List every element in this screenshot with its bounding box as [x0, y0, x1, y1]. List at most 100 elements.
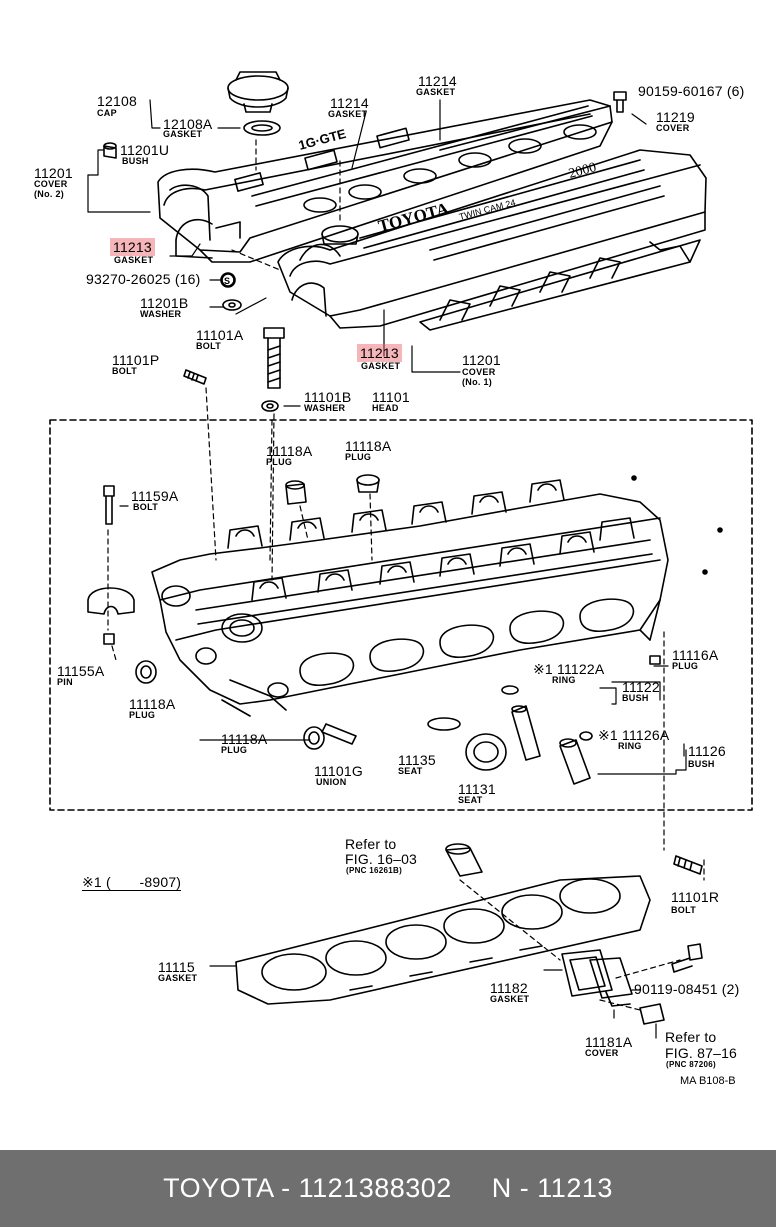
label-11126: 11126 [688, 743, 726, 759]
oil-cap [227, 71, 359, 245]
alignment-dashes [107, 139, 705, 1011]
label-11131-name: SEAT [458, 795, 483, 805]
label-11219: 11219 [656, 109, 695, 125]
head-assembly-box [49, 419, 753, 811]
label-11214-l-name: GASKET [328, 109, 368, 119]
label-11118a-1: 11118A [266, 443, 313, 459]
label-11214-r-name: GASKET [416, 87, 456, 97]
footer-part-info: TOYOTA - 1121388302 N - 11213 [163, 1173, 613, 1203]
label-11101g: 11101G [314, 763, 363, 779]
label-11182-name: GASKET [490, 994, 530, 1004]
ref-tube [445, 847, 483, 877]
label-11201-no1-note: (No. 1) [462, 377, 493, 387]
label-90159: 90159-60167 (6) [638, 83, 745, 99]
cover-top-gaskets [303, 105, 611, 213]
parts-diagram: 1G·GTE TOYOTA 2000 TWIN CAM 24 [34, 71, 753, 1087]
label-11213-top[interactable]: 11213 [110, 238, 155, 256]
label-11101-name: HEAD [372, 403, 399, 413]
label-11182: 11182 [490, 980, 528, 996]
label-11118a-4: 11118A [221, 731, 268, 747]
label-11122-name: BUSH [622, 693, 649, 703]
head-gasket [235, 875, 651, 1005]
label-11116a: 11116A [672, 647, 719, 663]
diagram-code: MA B108-B [680, 1075, 736, 1087]
label-11201-no2-name: COVER [34, 179, 68, 189]
label-12108: 12108 [97, 93, 137, 109]
label-11122: 11122 [622, 679, 660, 695]
label-11118a-3-name: PLUG [129, 710, 156, 720]
label-12108a-name: GASKET [163, 129, 203, 139]
leader-lines [87, 99, 687, 1039]
label-11101b-name: WASHER [304, 403, 346, 413]
label-11219-name: COVER [656, 123, 690, 133]
label-11101p: 11101P [112, 352, 160, 368]
label-11155a-name: PIN [57, 677, 73, 687]
label-11213-mid[interactable]: 11213 [357, 344, 402, 362]
ref-fig16-line2[interactable]: FIG. 16–03 [345, 851, 418, 867]
label-11159a-name: BOLT [133, 502, 159, 512]
label-11214-l: 11214 [330, 95, 369, 111]
ref-fig87-line2[interactable]: FIG. 87–16 [665, 1045, 738, 1061]
label-11118a-3: 11118A [129, 696, 176, 712]
diagram-drawing: 1G·GTE TOYOTA 2000 TWIN CAM 24 [49, 71, 753, 1039]
label-11201b-name: WASHER [140, 309, 182, 319]
cover-toyota-text: TOYOTA [376, 199, 451, 236]
label-11122a-name: RING [552, 675, 576, 685]
label-12108-name: CAP [97, 108, 117, 118]
label-11213-mid-name: GASKET [361, 361, 401, 371]
label-11126-name: BUSH [688, 759, 715, 769]
label-93270: 93270-26025 (16) [86, 271, 201, 287]
label-11201-no2: 11201 [34, 165, 73, 181]
footnote: ※1 ( -8907) [82, 874, 182, 891]
ref-fig16-line1[interactable]: Refer to [345, 836, 397, 852]
label-11213-top-name: GASKET [114, 255, 154, 265]
label-11135-name: SEAT [398, 766, 423, 776]
label-11101r: 11101R [671, 889, 720, 905]
ref-fig87-line3: (PNC 87206) [666, 1060, 716, 1069]
label-11201b: 11201B [140, 295, 189, 311]
label-11159a: 11159A [131, 488, 179, 504]
water-outlet-cover [561, 943, 703, 1025]
label-11101a-name: BOLT [196, 341, 222, 351]
small-hardware [103, 91, 627, 412]
label-11201-no1-name: COVER [462, 367, 496, 377]
label-11115-name: GASKET [158, 973, 198, 983]
head-loose-parts [87, 474, 661, 785]
label-11126a: ※1 11126A [598, 727, 670, 743]
label-11155a: 11155A [57, 663, 105, 679]
label-11201-no1: 11201 [462, 352, 501, 368]
cylinder-head [151, 475, 723, 717]
label-11201u: 11201U [120, 142, 170, 158]
label-11201u-name: BUSH [122, 156, 149, 166]
label-90119: 90119-08451 (2) [634, 981, 740, 997]
cover-cc-text: 2000 [567, 160, 598, 182]
label-11101b: 11101B [304, 389, 352, 405]
ref-fig16-line3: (PNC 16261B) [346, 866, 403, 875]
cam-cover-no1: TOYOTA 2000 TWIN CAM 24 [277, 149, 707, 331]
label-11101p-name: BOLT [112, 366, 138, 376]
label-11101: 11101 [372, 389, 410, 405]
label-11101g-name: UNION [316, 777, 347, 787]
label-11101r-name: BOLT [671, 905, 697, 915]
label-11116a-name: PLUG [672, 661, 699, 671]
special-bolt-symbol: S [224, 276, 230, 286]
label-12108a: 12108A [163, 116, 213, 132]
label-11122a: ※1 11122A [533, 661, 605, 677]
label-11214-r: 11214 [418, 73, 457, 89]
label-11115: 11115 [158, 959, 195, 975]
label-11118a-4-name: PLUG [221, 745, 248, 755]
cover-cast-text: 1G·GTE [297, 126, 348, 153]
label-11131: 11131 [458, 781, 496, 797]
ref-fig87-line1[interactable]: Refer to [665, 1029, 717, 1045]
cover-twincam-text: TWIN CAM 24 [458, 197, 517, 222]
bolt-11101r [673, 855, 703, 875]
label-11201-no2-note: (No. 2) [34, 189, 65, 199]
label-11118a-2-name: PLUG [345, 452, 372, 462]
label-11126a-name: RING [618, 741, 642, 751]
label-11118a-2: 11118A [345, 438, 392, 454]
cam-cover-no2: 1G·GTE [157, 99, 613, 263]
footer-bar: TOYOTA - 1121388302 N - 11213 [0, 1150, 776, 1227]
label-11101a: 11101A [196, 327, 244, 343]
label-11181a: 11181A [585, 1034, 633, 1050]
label-11135: 11135 [398, 752, 436, 768]
